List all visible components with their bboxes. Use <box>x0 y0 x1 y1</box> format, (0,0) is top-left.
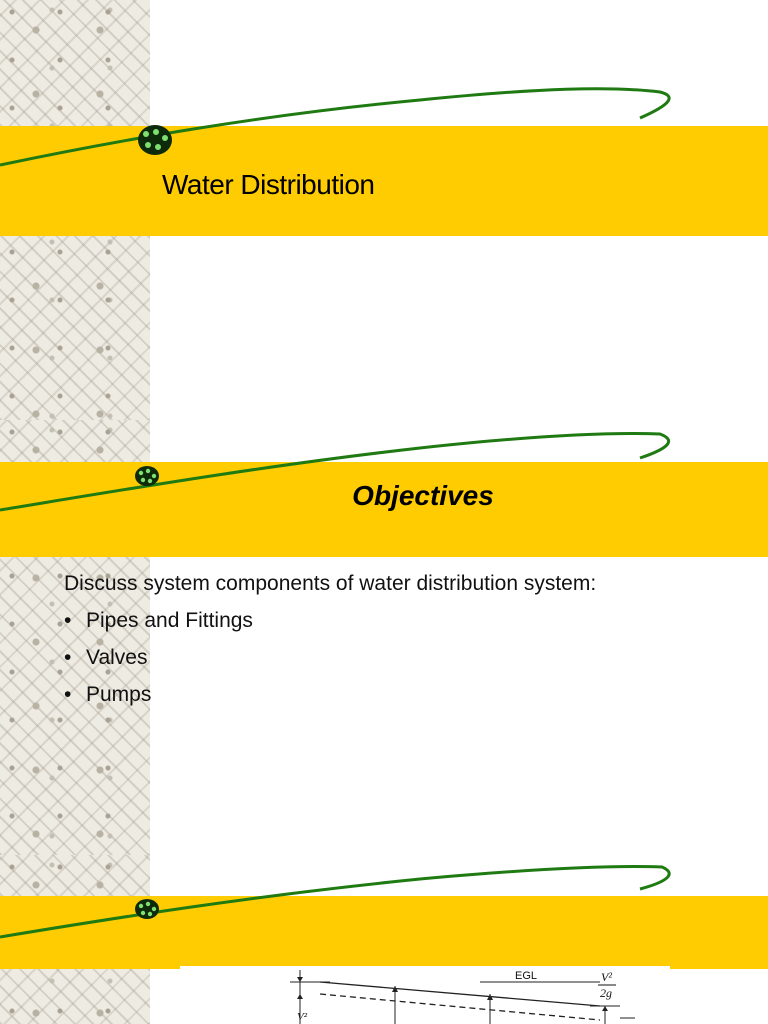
intro-text: Discuss system components of water distr… <box>64 572 597 595</box>
list-item: •Pumps <box>64 683 152 706</box>
list-item: •Pipes and Fittings <box>64 609 253 632</box>
title-band <box>0 126 768 236</box>
energy-grade-line-diagram: EGL V² 2g V² <box>180 966 670 1024</box>
egl-line <box>319 981 601 1007</box>
green-swoosh-icon <box>0 432 671 512</box>
velocity-head-denominator: 2g <box>600 986 612 1000</box>
hgl-line <box>319 993 601 1021</box>
green-dotted-orb-icon <box>138 125 172 155</box>
slide-title: Objectives <box>352 480 494 511</box>
objectives-list: Discuss system components of water distr… <box>64 565 596 713</box>
list-item: •Valves <box>64 646 148 669</box>
slide-title: Water Distribution <box>162 169 375 200</box>
egl-label: EGL <box>515 970 537 982</box>
velocity-head-numerator: V² <box>601 970 612 984</box>
objectives-slide: Objectives Discuss system components of … <box>0 420 768 855</box>
title-band <box>0 896 768 969</box>
diagram-slide: EGL V² 2g V² <box>0 855 768 1024</box>
title-slide: Water Distribution <box>0 0 768 420</box>
green-swoosh-icon <box>0 865 671 939</box>
left-velocity-label: V² <box>297 1011 308 1023</box>
title-band <box>0 462 768 557</box>
green-dotted-orb-icon <box>135 899 159 919</box>
green-swoosh-icon <box>0 87 671 167</box>
green-dotted-orb-icon <box>135 466 159 486</box>
